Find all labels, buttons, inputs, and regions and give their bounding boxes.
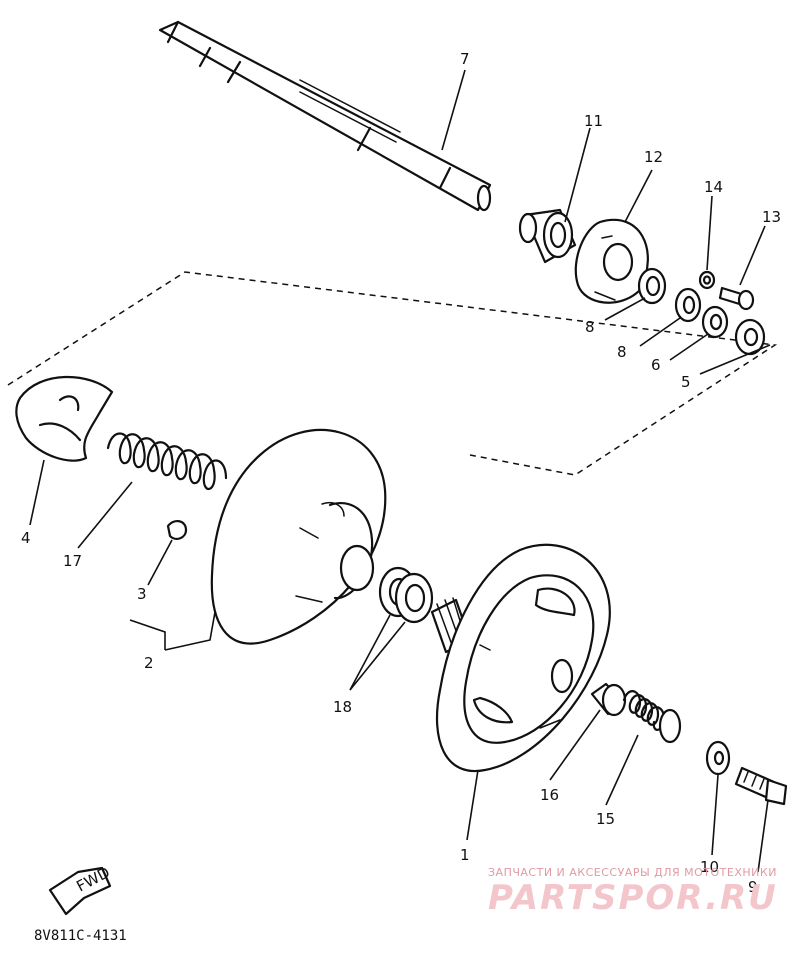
callout-9: 9 [748, 878, 758, 896]
callout-labels: 7 11 12 14 13 8 8 6 5 4 17 3 2 18 1 16 1… [21, 50, 781, 896]
callout-8-lower: 8 [617, 343, 627, 361]
callout-14: 14 [704, 178, 723, 196]
callout-5: 5 [681, 373, 691, 391]
drawing-code: 8V811C-4131 [34, 928, 127, 944]
part-sheave-2 [210, 428, 387, 645]
callout-3: 3 [137, 585, 147, 603]
callout-13: 13 [762, 208, 781, 226]
part-spring-17 [106, 432, 228, 490]
callout-12: 12 [644, 148, 663, 166]
part-collar-16 [590, 682, 627, 717]
part-nut-14 [698, 270, 716, 290]
part-fixed-sheave-1 [430, 543, 611, 773]
part-washer-8-upper [637, 267, 667, 305]
part-bolt-13 [718, 286, 755, 311]
callout-15: 15 [596, 810, 615, 828]
callout-16: 16 [540, 786, 559, 804]
part-cam-4 [15, 375, 114, 462]
part-washer-8-lower [674, 287, 702, 323]
part-washers-18 [378, 566, 434, 624]
callout-1: 1 [460, 846, 470, 864]
callout-6: 6 [651, 356, 661, 374]
callout-4: 4 [21, 529, 31, 547]
callout-7: 7 [460, 50, 470, 68]
part-shaft-7 [158, 20, 492, 212]
callout-10: 10 [700, 858, 719, 876]
dashed-assembly-outline [7, 271, 778, 476]
callout-2: 2 [144, 654, 154, 672]
part-spring-15 [622, 690, 682, 744]
watermark-tagline: ЗАПЧАСТИ И АКСЕССУАРЫ ДЛЯ МОТОТЕХНИКИ [488, 866, 777, 879]
fwd-arrow-icon: FWD [48, 863, 113, 916]
leader-lines [29, 69, 771, 873]
callout-8-upper: 8 [585, 318, 595, 336]
part-weight-3 [166, 520, 188, 540]
part-cover-plate-12 [574, 218, 649, 304]
part-washer-6 [701, 305, 729, 339]
part-bearing-11 [518, 208, 577, 264]
callout-17: 17 [63, 552, 82, 570]
part-washer-10 [705, 740, 731, 776]
callout-18: 18 [333, 698, 352, 716]
callout-11: 11 [584, 112, 603, 130]
part-bolt-9 [734, 766, 788, 806]
part-washer-5 [734, 318, 766, 356]
watermark-brand: PARTSPOR.RU [488, 878, 778, 918]
